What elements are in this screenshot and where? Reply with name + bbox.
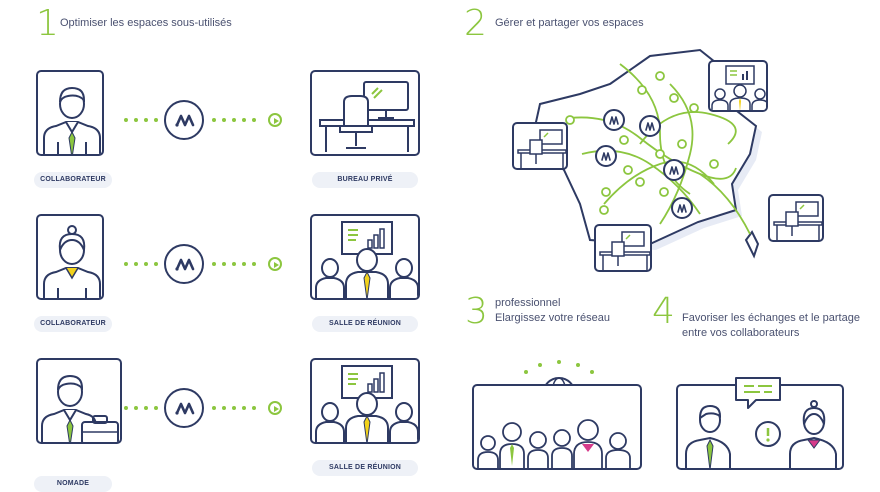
nomad-card (36, 358, 122, 444)
map-icon (530, 48, 762, 259)
step-4-line2: entre vos collaborateurs (682, 327, 800, 339)
step-3-number: 3 (465, 291, 488, 332)
collaborator-card-2 (36, 214, 104, 300)
meeting-icon (711, 65, 766, 110)
desk-icon (319, 81, 415, 152)
two-people-icon (685, 400, 837, 468)
logo-icon (164, 244, 204, 284)
meeting-card-3 (708, 60, 768, 112)
step-3-line1: professionnel (495, 297, 561, 309)
arrow-circle-icon (268, 401, 282, 415)
collaborator-label-2: COLLABORATEUR (34, 316, 112, 332)
step-2-text: Gérer et partager vos espaces (495, 17, 644, 29)
collaborator-label-1: COLLABORATEUR (34, 172, 112, 188)
step-1-text: Optimiser les espaces sous-utilisés (60, 17, 232, 29)
exchange-card (676, 384, 844, 470)
connector-dots (212, 406, 256, 410)
desk-label: BUREAU PRIVÉ (312, 172, 418, 188)
meeting-card-1 (310, 214, 420, 300)
meeting-label-2: SALLE DE RÉUNION (312, 460, 418, 476)
desk-icon (599, 231, 650, 270)
meeting-icon (315, 221, 418, 298)
people-group-icon (477, 419, 631, 468)
step-1-number: 1 (36, 3, 59, 44)
meeting-card-2 (310, 358, 420, 444)
nomad-label: NOMADE (34, 476, 112, 492)
network-card (472, 384, 642, 470)
desk-icon (773, 201, 822, 240)
step-3-line2: Elargissez votre réseau (495, 312, 610, 324)
connector-dots (212, 262, 256, 266)
collaborator-card-1 (36, 70, 104, 156)
logo-icon (164, 388, 204, 428)
connector-dots (124, 406, 158, 410)
step-4-number: 4 (652, 291, 675, 332)
arrow-circle-icon (268, 257, 282, 271)
meeting-label-1: SALLE DE RÉUNION (312, 316, 418, 332)
chat-bubble-icon (735, 377, 781, 409)
step-4-line1: Favoriser les échanges et le partage (682, 312, 860, 324)
woman-icon (43, 225, 101, 298)
connector-dots (124, 118, 158, 122)
briefcase-icon (81, 415, 119, 442)
connector-dots (124, 262, 158, 266)
step-2-number: 2 (464, 3, 487, 44)
desk-card (310, 70, 420, 156)
person-icon (43, 86, 101, 154)
desk-card-mini-2 (594, 224, 652, 272)
desk-icon (517, 129, 566, 168)
connector-dots (212, 118, 256, 122)
meeting-icon (315, 365, 418, 442)
desk-card-mini-3 (768, 194, 824, 242)
arrow-circle-icon (268, 113, 282, 127)
logo-icon (164, 100, 204, 140)
desk-card-mini-1 (512, 122, 568, 170)
